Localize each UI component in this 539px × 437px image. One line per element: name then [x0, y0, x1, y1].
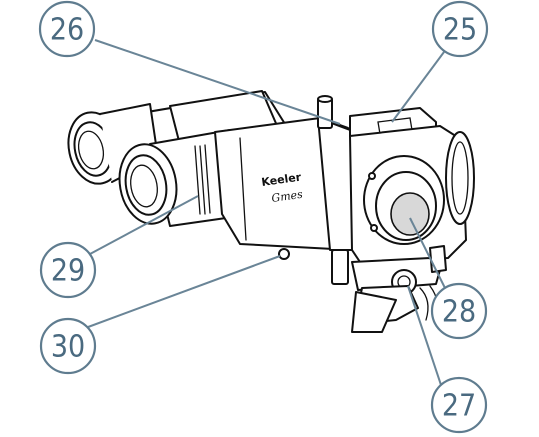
top-post [317, 95, 333, 129]
leader-lines [79, 39, 447, 395]
leader-28 [409, 217, 447, 291]
leader-29 [89, 195, 199, 255]
brand-sublabel: Gmes [271, 188, 304, 205]
main-housing: Keeler Gmes [214, 117, 357, 251]
svg-text:27: 27 [442, 389, 476, 424]
callout-30: 30 [39, 317, 97, 375]
leader-30 [79, 255, 281, 331]
svg-text:28: 28 [442, 295, 476, 330]
brand-label: Keeler [261, 170, 303, 189]
device-illustration: Keeler Gmes [67, 90, 475, 333]
svg-text:26: 26 [50, 13, 84, 48]
svg-text:29: 29 [51, 254, 85, 289]
leader-27 [407, 285, 445, 395]
callout-26: 26 [38, 0, 96, 58]
callout-27: 27 [430, 376, 488, 434]
callout-25: 25 [431, 0, 489, 58]
callout-28: 28 [430, 282, 488, 340]
callout-29: 29 [39, 241, 97, 299]
leader-25 [391, 51, 445, 123]
svg-text:25: 25 [443, 13, 477, 48]
lens-ring [363, 155, 445, 245]
side-screw [278, 248, 290, 260]
leader-26 [94, 39, 341, 125]
svg-text:30: 30 [51, 330, 85, 365]
